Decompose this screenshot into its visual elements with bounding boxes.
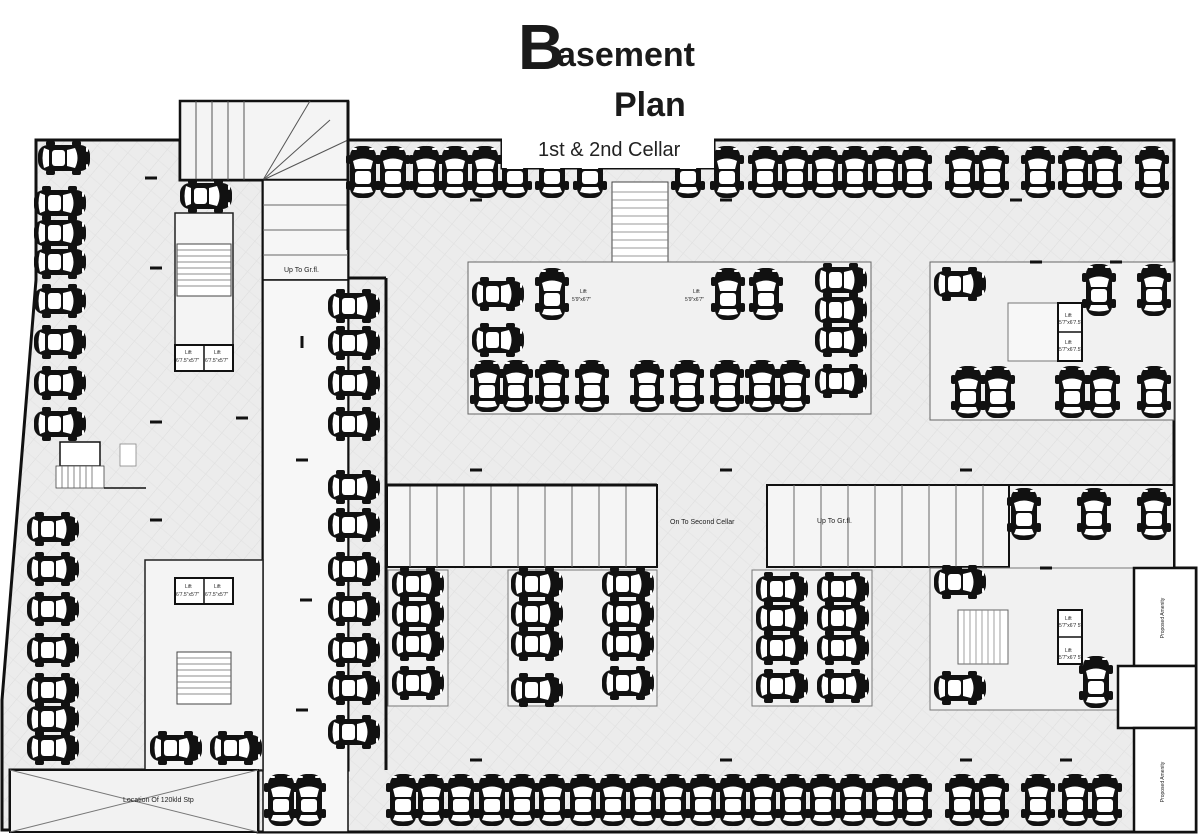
lift-size: 5'9"x6'7" xyxy=(572,297,591,303)
ramp-up-to-ground-left xyxy=(262,179,349,281)
lift-label: Lift xyxy=(185,350,192,356)
lift-right-upper xyxy=(1007,302,1083,362)
stair-core-lower-right xyxy=(957,609,1083,665)
label-on-to-second-cellar: On To Second Cellar xyxy=(670,519,735,526)
ramp-up-to-ground-center xyxy=(766,484,1010,568)
ramp-strip xyxy=(262,279,349,833)
amenity-block-lower xyxy=(1132,726,1198,834)
label-up-to-gr-fl-left: Up To Gr.fl. xyxy=(284,267,319,274)
lift-label: Lift xyxy=(214,350,221,356)
lift-size: 5'7"x6'7.5" xyxy=(1059,347,1082,353)
lift-label: Lift xyxy=(1065,616,1072,622)
amenity-block-upper xyxy=(1132,566,1198,668)
ramp-on-to-second-cellar xyxy=(386,484,658,568)
title-line2: Plan xyxy=(614,86,686,124)
lift-size: 6'7.5"x5'7" xyxy=(176,592,199,598)
lift-size: 6'7.5"x5'7" xyxy=(205,592,228,598)
subtitle: 1st & 2nd Cellar xyxy=(538,139,681,161)
lift-label: Lift xyxy=(1065,313,1072,319)
small-stair-left xyxy=(55,441,146,489)
lift-size: 5'7"x6'7.5" xyxy=(1059,320,1082,326)
amenity-label-upper: Proposed Amenity xyxy=(1160,597,1166,638)
lift-label: Lift xyxy=(1065,648,1072,654)
title-backdrop xyxy=(502,0,714,168)
label-up-to-gr-fl-center: Up To Gr.fl. xyxy=(817,518,852,525)
lift-label: Lift xyxy=(214,584,221,590)
lift-size: 5'7"x6'7 5" xyxy=(1059,623,1082,629)
label-location-of-stp: Location Of 120kld Stp xyxy=(123,797,194,804)
amenity-label-lower: Proposed Amenity xyxy=(1160,761,1166,802)
stp-area xyxy=(9,769,259,833)
lift-size: 5'9"x6'7" xyxy=(685,297,704,303)
lift-label: Lift xyxy=(580,289,587,295)
ramp-top-left xyxy=(178,99,350,182)
structural-walls xyxy=(346,101,657,770)
title-rest: asement xyxy=(557,36,695,74)
amenity-connector xyxy=(1116,664,1198,730)
lift-label: Lift xyxy=(693,289,700,295)
lift-size: 6'7.5"x5'7" xyxy=(176,358,199,364)
lift-size: 6'7.5"x5'7" xyxy=(205,358,228,364)
lift-label: Lift xyxy=(185,584,192,590)
stair-core-upper-left xyxy=(174,212,234,372)
title-initial: B xyxy=(518,11,564,83)
lift-label: Lift xyxy=(1065,340,1072,346)
column-marks xyxy=(145,176,1122,762)
lift-size: 5'7"x6'7 5" xyxy=(1059,655,1082,661)
